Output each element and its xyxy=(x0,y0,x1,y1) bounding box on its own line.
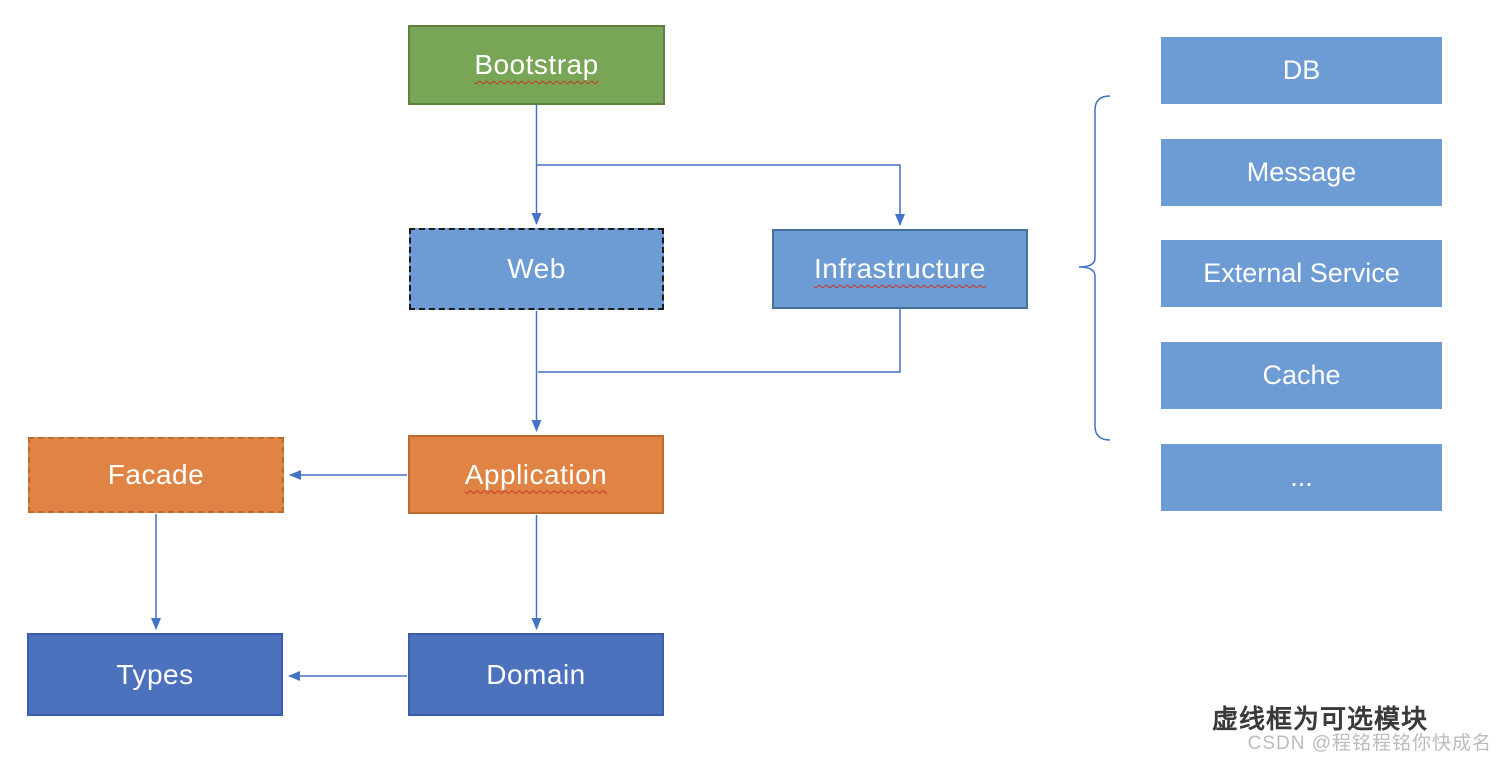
node-infrastructure: Infrastructure xyxy=(772,229,1028,309)
right-item-message-label: Message xyxy=(1246,157,1357,187)
right-item-ellipsis: ... xyxy=(1161,444,1442,511)
line-infrastructure-application xyxy=(538,309,901,373)
node-domain-label: Domain xyxy=(486,658,586,690)
node-web: Web xyxy=(409,228,664,310)
right-item-ellipsis-label: ... xyxy=(1290,462,1313,492)
right-item-message: Message xyxy=(1161,139,1442,206)
right-item-cache-label: Cache xyxy=(1262,360,1341,390)
right-item-db: DB xyxy=(1161,37,1442,104)
csdn-watermark: CSDN @程铭程铭你快成名 xyxy=(1247,733,1492,754)
node-types: Types xyxy=(27,633,283,716)
optional-modules-note: 虚线框为可选模块 xyxy=(1211,704,1428,734)
right-item-external-service: External Service xyxy=(1161,240,1442,307)
right-item-db-label: DB xyxy=(1282,55,1321,85)
optional-modules-brace xyxy=(1078,95,1111,441)
right-item-external-service-label: External Service xyxy=(1203,258,1400,288)
node-domain: Domain xyxy=(408,633,664,716)
node-infrastructure-label: Infrastructure xyxy=(814,253,986,284)
node-web-label: Web xyxy=(507,253,566,284)
arrow-bootstrap-infrastructure xyxy=(536,164,905,226)
right-item-cache: Cache xyxy=(1161,342,1442,409)
node-application-label: Application xyxy=(464,458,608,490)
node-types-label: Types xyxy=(116,658,194,690)
node-application: Application xyxy=(408,435,664,514)
node-bootstrap-label: Bootstrap xyxy=(474,49,599,80)
node-facade: Facade xyxy=(28,437,284,513)
node-bootstrap: Bootstrap xyxy=(408,25,665,105)
node-facade-label: Facade xyxy=(107,459,205,490)
